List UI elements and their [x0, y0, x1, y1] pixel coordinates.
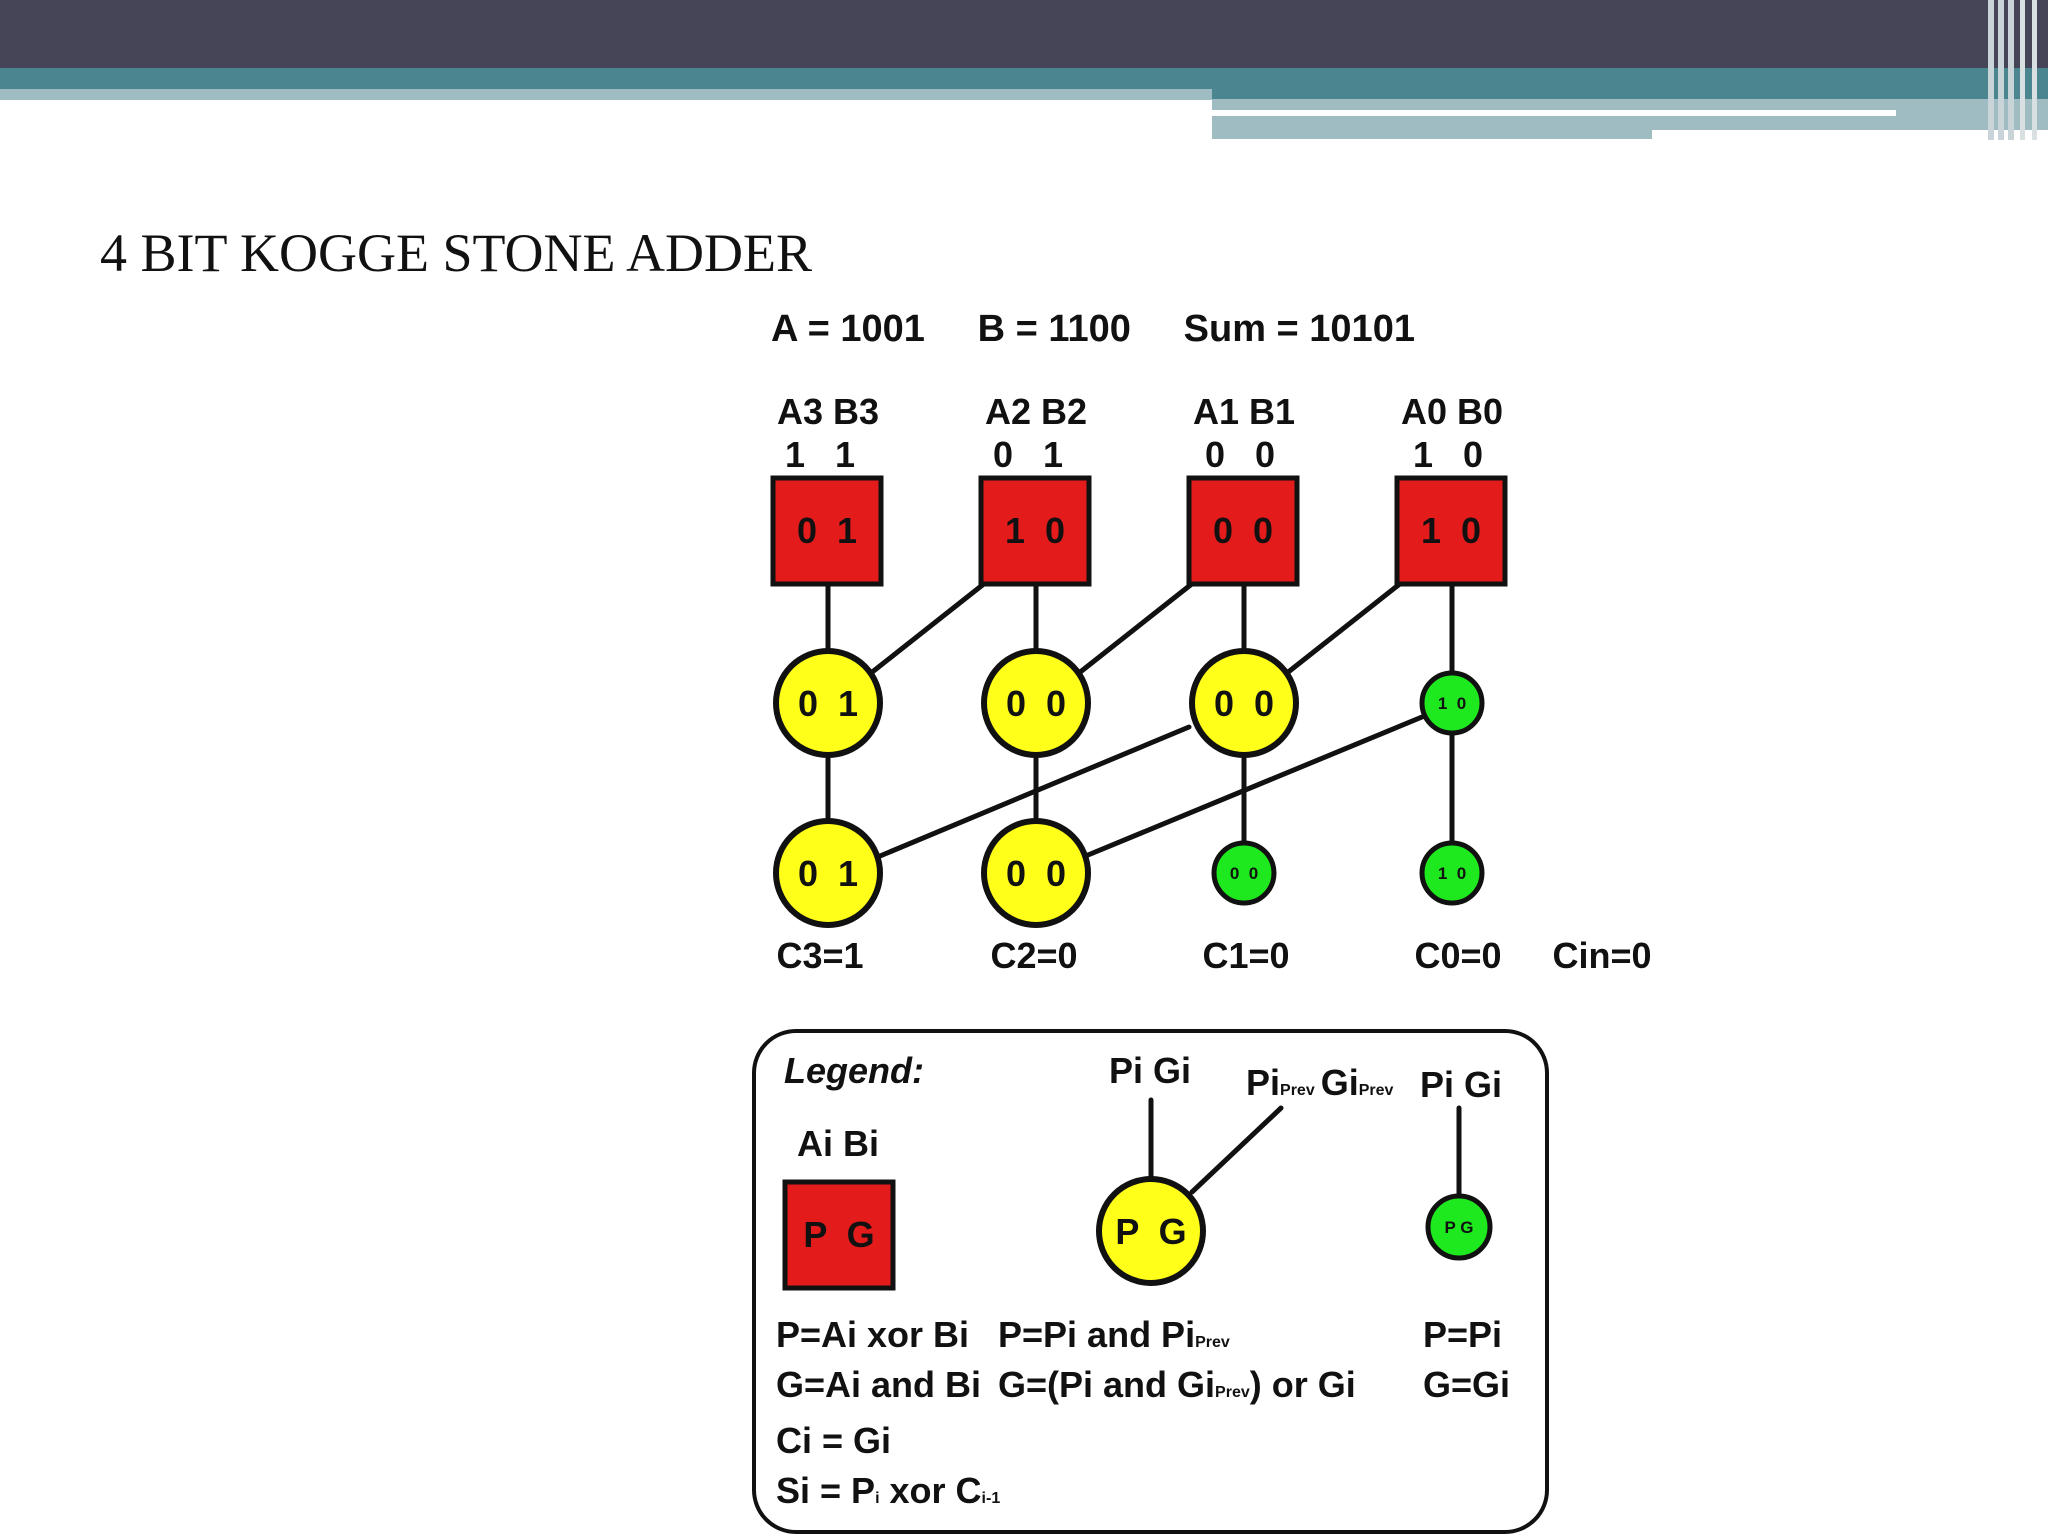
banner-light-band-left: [0, 89, 1212, 100]
pg-square-value: 0 1: [797, 510, 857, 551]
carry-label: C3=1: [776, 935, 863, 976]
black-cell-node: [1189, 648, 1299, 758]
legend-small-formula: P=Pi: [1423, 1314, 1502, 1355]
pg-square-value: 1 0: [1421, 510, 1481, 551]
slide-banner: [0, 0, 2048, 140]
buffer-node: [1419, 670, 1485, 736]
banner-teal-band-right: [1212, 89, 2048, 99]
banner-white-stripe-low: [1652, 130, 2048, 140]
legend-circle-top-label: Pi Gi: [1109, 1050, 1191, 1091]
node-value: 0 0: [1214, 683, 1274, 724]
black-cell-node: [981, 648, 1091, 758]
node-value: 0 0: [1230, 864, 1258, 883]
pg-square-value: 0 0: [1213, 510, 1273, 551]
legend-circle-text: P G: [1115, 1211, 1186, 1252]
col1-bits: 0 0: [1205, 434, 1275, 475]
node-value: 0 0: [1006, 683, 1066, 724]
legend-small-text: P G: [1445, 1218, 1474, 1237]
banner-vertical-bars: [1988, 0, 2037, 140]
wire: [868, 580, 988, 676]
legend-wire: [1189, 1105, 1284, 1195]
legend-small-top-label: Pi Gi: [1420, 1064, 1502, 1105]
node-value: 0 0: [1006, 853, 1066, 894]
carry-outputs: C3=1 C2=0 C1=0 C0=0 Cin=0: [776, 935, 1651, 976]
col0-bits: 1 0: [1413, 434, 1483, 475]
node-value: 0 1: [798, 683, 858, 724]
legend-formula: Ci = Gi: [776, 1420, 891, 1461]
black-cell-node: [773, 818, 883, 928]
buffer-node: [1419, 840, 1485, 906]
pg-square: [978, 475, 1092, 587]
banner-dark-band: [0, 0, 2048, 68]
level2-nodes: 0 1 0 0 0 0 1 0: [773, 818, 1485, 928]
pg-square: [1394, 475, 1508, 587]
level1-nodes: 0 1 0 0 0 0 1 0: [773, 648, 1485, 758]
col1-label: A1 B1: [1193, 391, 1295, 432]
column-headers: A3 B3 A2 B2 A1 B1 A0 B0 1 1 0 1 0 0 1 0: [777, 391, 1503, 475]
col3-label: A3 B3: [777, 391, 879, 432]
legend-title: Legend:: [784, 1050, 924, 1091]
node-value: 1 0: [1438, 864, 1466, 883]
banner-white-stripe: [1212, 110, 1896, 116]
legend-formula: G=Ai and Bi: [776, 1364, 981, 1405]
wire: [1076, 580, 1196, 676]
legend-square-text: P G: [803, 1214, 874, 1255]
legend-circle-g-formula: G=(Pi and GiPrev) or Gi: [998, 1364, 1356, 1405]
wires: [825, 580, 1455, 859]
pg-square: [770, 475, 884, 587]
black-cell-node: [981, 818, 1091, 928]
pg-squares: 0 1 1 0 0 0 1 0: [770, 475, 1508, 587]
banner-teal-band: [0, 68, 2048, 89]
legend-formula: P=Ai xor Bi: [776, 1314, 969, 1355]
wire: [877, 724, 1192, 859]
carry-label: C2=0: [990, 935, 1077, 976]
legend-sum-formula: Si = Pi xor Ci-1: [776, 1470, 1000, 1511]
legend-circle-p-formula: P=Pi and PiPrev: [998, 1314, 1230, 1355]
col3-bits: 1 1: [785, 434, 855, 475]
carry-label: C1=0: [1202, 935, 1289, 976]
buffer-node: [1211, 840, 1277, 906]
col2-label: A2 B2: [985, 391, 1087, 432]
legend-buffer-node: [1425, 1193, 1493, 1261]
carry-label: C0=0: [1414, 935, 1501, 976]
operand-values: A = 1001 B = 1100 Sum = 10101: [771, 308, 1415, 350]
node-value: 0 1: [798, 853, 858, 894]
legend-pg-square: [782, 1179, 896, 1291]
legend-square-label: Ai Bi: [797, 1123, 879, 1164]
wire: [1085, 714, 1425, 858]
black-cell-node: [773, 648, 883, 758]
pg-square-value: 1 0: [1005, 510, 1065, 551]
node-value: 1 0: [1438, 694, 1466, 713]
wire: [1284, 580, 1404, 676]
cin-label: Cin=0: [1552, 935, 1651, 976]
col2-bits: 0 1: [993, 434, 1063, 475]
slide-title: 4 BIT KOGGE STONE ADDER: [100, 223, 813, 283]
pg-square: [1186, 475, 1300, 587]
legend-small-formula: G=Gi: [1423, 1364, 1510, 1405]
col0-label: A0 B0: [1401, 391, 1503, 432]
legend-black-cell: [1096, 1176, 1206, 1286]
